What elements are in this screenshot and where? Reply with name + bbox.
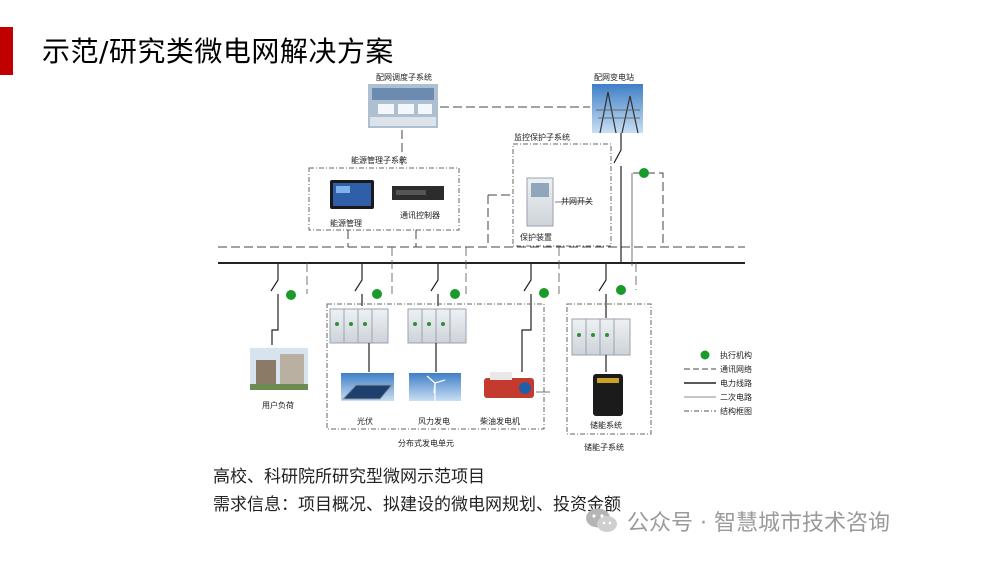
user-load-label: 用户负荷 [262, 400, 294, 410]
energy-mgmt-subsystem-box [308, 167, 460, 231]
dispatch-label: 配网调度子系统 [376, 72, 432, 82]
actuator-dot [616, 285, 626, 295]
wechat-icon [586, 508, 617, 532]
substation-label: 配网变电站 [594, 72, 634, 82]
switchgear-cabinets-wind [407, 308, 467, 344]
protection-cabinet-image [526, 177, 554, 227]
user-load-image [250, 348, 308, 390]
battery-image [593, 374, 623, 416]
watermark-text: 公众号 · 智慧城市技术咨询 [627, 511, 890, 536]
storage-label: 储能系统 [590, 420, 622, 430]
pv-panel-image [341, 373, 394, 401]
wind-turbine-image [409, 373, 461, 401]
legend-label: 二次电路 [720, 392, 752, 402]
wind-label: 风力发电 [418, 416, 450, 426]
actuator-dot [450, 289, 460, 299]
diesel-generator-image [484, 372, 534, 398]
switchgear-cabinets-pv [329, 308, 389, 344]
grid-switch-label: 并网开关 [561, 196, 593, 206]
actuator-dot [639, 168, 649, 178]
legend-label: 结构框图 [720, 406, 752, 416]
actuator-dot [539, 288, 549, 298]
energy-mgmt-subsystem-label: 能源管理子系统 [351, 155, 407, 165]
storage-cabinets-image [571, 318, 631, 356]
comm-controller-label: 通讯控制器 [400, 210, 440, 220]
diesel-label: 柴油发电机 [480, 416, 520, 426]
comm-controller-image [392, 186, 444, 200]
distributed-unit-label: 分布式发电单元 [398, 438, 454, 448]
monitor-protect-label: 监控保护子系统 [514, 132, 570, 142]
actuator-dot [372, 289, 382, 299]
storage-subsystem-label: 储能子系统 [584, 442, 624, 452]
dispatch-room-image [368, 84, 438, 128]
slide-title: 示范/研究类微电网解决方案 [42, 35, 394, 68]
caption-line-1: 高校、科研院所研究型微网示范项目 [213, 467, 485, 487]
caption-line-2: 需求信息：项目概况、拟建设的微电网规划、投资金额 [213, 495, 621, 515]
distributed-unit-box [326, 303, 545, 430]
energy-mgmt-screen-image [330, 180, 374, 209]
legend-actuator-dot [700, 350, 710, 360]
energy-mgmt-label: 能源管理 [330, 218, 362, 228]
substation-image [592, 84, 643, 134]
legend-label: 电力线路 [720, 378, 752, 388]
watermark: 公众号 · 智慧城市技术咨询 [585, 505, 890, 537]
legend: 执行机构 通讯网络 电力线路 二次电路 结构框图 [684, 350, 752, 416]
title-accent-bar [0, 27, 13, 75]
actuator-dot [286, 290, 296, 300]
legend-label: 通讯网络 [720, 364, 752, 374]
storage-subsystem-box [566, 303, 652, 435]
legend-label: 执行机构 [720, 350, 752, 360]
pv-label: 光伏 [357, 416, 373, 426]
protection-device-label: 保护装置 [520, 232, 552, 242]
